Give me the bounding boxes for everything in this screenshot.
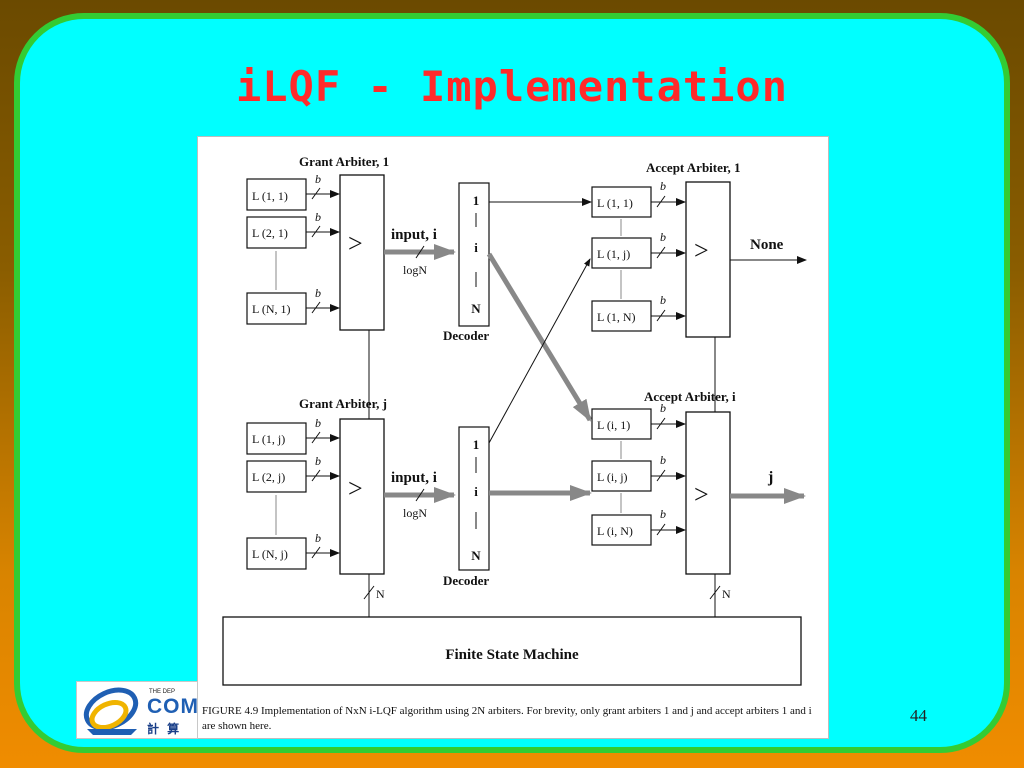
grant1-input-label-3: L (N, 1) bbox=[252, 302, 291, 316]
grant1-input-box-1 bbox=[246, 178, 307, 211]
accepti-input-box-1 bbox=[591, 408, 652, 440]
decoder1-line-i: i bbox=[474, 240, 478, 255]
accepti-input-label-1: L (i, 1) bbox=[597, 418, 630, 432]
page-number: 44 bbox=[910, 706, 927, 725]
accept-arbiter-i-box bbox=[685, 411, 731, 575]
figure-caption: FIGURE 4.9 Implementation of NxN i-LQF a… bbox=[202, 705, 812, 732]
accept1-bus-b-3: b bbox=[660, 293, 666, 307]
accepti-fsm-n: N bbox=[722, 587, 731, 601]
grant-arbiter-j-title: Grant Arbiter, j bbox=[299, 396, 387, 411]
decoder2-line-n: N bbox=[471, 548, 481, 563]
decoder-2-box bbox=[458, 426, 490, 571]
grantj-bus-b-2: b bbox=[315, 454, 321, 468]
accepti-input-box-3 bbox=[591, 514, 652, 546]
grantj-input-label-3: L (N, j) bbox=[252, 547, 288, 561]
accepti-input-label-3: L (i, N) bbox=[597, 524, 633, 538]
logo-emblem-icon bbox=[83, 687, 139, 735]
accept-arbiter-1-comparator: > bbox=[694, 236, 709, 265]
decoder-1-title: Decoder bbox=[443, 328, 489, 343]
grantj-input-label-2: L (2, j) bbox=[252, 470, 285, 484]
grantj-bus-b-1: b bbox=[315, 416, 321, 430]
decoder-1-box bbox=[458, 182, 490, 327]
accept1-output-label: None bbox=[750, 237, 784, 253]
decoder2-line-1: 1 bbox=[473, 437, 480, 452]
accept1-bus-b-2: b bbox=[660, 230, 666, 244]
grantj-output-label: input, i bbox=[391, 470, 437, 486]
accepti-input-label-2: L (i, j) bbox=[597, 470, 628, 484]
grantj-input-box-2 bbox=[246, 460, 307, 493]
decoder1-line-1: 1 bbox=[473, 193, 480, 208]
logo-word: COM bbox=[147, 695, 198, 718]
grant-arbiter-1-title: Grant Arbiter, 1 bbox=[299, 154, 389, 169]
fsm-title: Finite State Machine bbox=[445, 647, 579, 663]
accept-arbiter-i-title: Accept Arbiter, i bbox=[644, 389, 736, 404]
figure-panel: Grant Arbiter, 1 L (1, 1) L (2, 1) L (N,… bbox=[197, 136, 829, 739]
decoder1-to-accepti-arrow bbox=[486, 252, 593, 422]
decoder2-to-accept1-line bbox=[488, 258, 591, 444]
grant1-input-label-1: L (1, 1) bbox=[252, 189, 288, 203]
accept-arbiter-1-title: Accept Arbiter, 1 bbox=[646, 160, 740, 175]
decoder-2-title: Decoder bbox=[443, 573, 489, 588]
accepti-output-label: j bbox=[767, 469, 773, 486]
accept1-input-label-3: L (1, N) bbox=[597, 310, 636, 324]
accept1-input-label-1: L (1, 1) bbox=[597, 196, 633, 210]
accept1-input-label-2: L (1, j) bbox=[597, 247, 630, 261]
grant1-bus-b-3: b bbox=[315, 286, 321, 300]
grant1-output-label: input, i bbox=[391, 227, 437, 243]
grantj-input-label-1: L (1, j) bbox=[252, 432, 285, 446]
arbiter-diagram: Grant Arbiter, 1 L (1, 1) L (2, 1) L (N,… bbox=[222, 154, 807, 686]
slide-title: iLQF - Implementation bbox=[235, 62, 788, 111]
logo-chinese: 計 算 機 bbox=[147, 722, 182, 736]
grant-arbiter-1-comparator: > bbox=[348, 229, 363, 258]
accept1-input-box-1 bbox=[591, 186, 652, 218]
accepti-bus-b-1: b bbox=[660, 401, 666, 415]
accept1-input-box-3 bbox=[591, 300, 652, 332]
fsm-box bbox=[222, 616, 802, 686]
grant1-input-box-2 bbox=[246, 216, 307, 249]
grant1-logn: logN bbox=[403, 263, 427, 277]
grant-arbiter-1-inputs: L (1, 1) L (2, 1) L (N, 1) b b b bbox=[246, 172, 340, 325]
accepti-bus-b-3: b bbox=[660, 507, 666, 521]
accept-arbiter-1-box bbox=[685, 181, 731, 338]
accept-arbiter-i-comparator: > bbox=[694, 480, 709, 509]
grant1-input-label-2: L (2, 1) bbox=[252, 226, 288, 240]
grantj-fsm-n: N bbox=[376, 587, 385, 601]
grant-arbiter-j-comparator: > bbox=[348, 474, 363, 503]
grantj-input-box-1 bbox=[246, 422, 307, 455]
grant1-bus-b-1: b bbox=[315, 172, 321, 186]
grantj-bus-b-3: b bbox=[315, 531, 321, 545]
grantj-input-box-3 bbox=[246, 537, 307, 570]
grant-arbiter-j-box bbox=[339, 418, 385, 575]
grantj-logn: logN bbox=[403, 506, 427, 520]
decoder2-line-i: i bbox=[474, 484, 478, 499]
department-logo: THE DEP COM 計 算 機 bbox=[76, 681, 198, 739]
accept1-bus-b-1: b bbox=[660, 179, 666, 193]
decoder1-line-n: N bbox=[471, 301, 481, 316]
accepti-bus-b-2: b bbox=[660, 453, 666, 467]
grant-arbiter-1-box bbox=[339, 174, 385, 331]
grant1-bus-b-2: b bbox=[315, 210, 321, 224]
logo-top-text: THE DEP bbox=[149, 689, 176, 695]
